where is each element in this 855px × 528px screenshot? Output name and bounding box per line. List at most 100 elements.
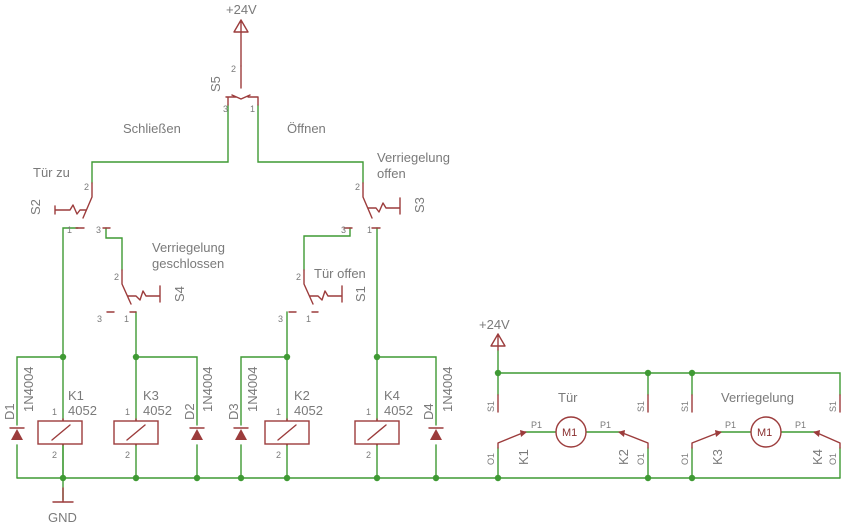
junction	[432, 474, 440, 482]
relay-name: K2	[294, 388, 310, 403]
switch-s2: 2 1 3 S2 Tür zu	[28, 165, 111, 235]
junction	[373, 474, 381, 482]
diode-icon	[11, 429, 23, 440]
switch-s2-icon	[54, 182, 111, 229]
pin-label: 1	[125, 407, 130, 417]
supply-top: +24V	[226, 2, 257, 67]
coil-slash	[277, 424, 297, 441]
junction	[644, 369, 652, 377]
diode-icon	[430, 429, 442, 440]
relay-name: K1	[68, 388, 84, 403]
relay-k3: 1 2 K3 4052	[113, 388, 172, 460]
pin-label: S1	[636, 401, 646, 412]
motor-icon	[750, 416, 782, 448]
junction	[283, 474, 291, 482]
diode-name: D3	[226, 403, 241, 420]
contact-arrow-icon	[813, 430, 820, 437]
wire-s3-3	[303, 227, 351, 271]
contact-name: K2	[616, 449, 631, 465]
pin-label: 1	[276, 407, 281, 417]
pin-label: 3	[96, 225, 101, 235]
motor-label: M1	[757, 427, 772, 439]
pin-label: 1	[67, 225, 72, 235]
motor-lock-label: Verriegelung	[721, 390, 794, 405]
junction	[132, 474, 140, 482]
junction	[59, 353, 67, 361]
wire-open-branch	[257, 104, 364, 184]
pin-label: 1	[52, 407, 57, 417]
wire-d4-top	[376, 356, 437, 426]
switch-s3-icon	[343, 182, 401, 229]
motor-door-label: Tür	[558, 390, 578, 405]
relay-value: 4052	[143, 403, 172, 418]
contact-arrow-icon	[715, 430, 722, 437]
door-open-label: Tür offen	[314, 266, 366, 281]
diode-icon	[235, 429, 247, 440]
motor-lock-circuit: Verriegelung S1 S1 O1 K3 P1 M1 P1 O1 K4	[680, 390, 841, 465]
motor-door-circuit: Tür S1 S1 O1 K1 P1 M1 P1 O1 K2	[486, 390, 649, 465]
pin-label: S1	[828, 401, 838, 412]
supply-arrow-icon	[490, 333, 506, 351]
pin-label: 3	[341, 225, 346, 235]
relay-value: 4052	[384, 403, 413, 418]
lock-open-line2: offen	[377, 166, 406, 181]
diode-d3: D3 1N4004	[226, 366, 260, 440]
supply-right: +24V	[479, 317, 510, 351]
pin-label: 2	[52, 450, 57, 460]
pin-label: P1	[600, 420, 611, 430]
diode-d4: D4 1N4004	[421, 366, 455, 440]
pin-label: 2	[231, 64, 236, 74]
pin-label: 3	[223, 104, 228, 114]
relay-value: 4052	[294, 403, 323, 418]
wires	[16, 104, 841, 501]
relay-name: K3	[143, 388, 159, 403]
door-closed-label: Tür zu	[33, 165, 70, 180]
contact-k2-icon	[619, 431, 649, 449]
diode-name: D4	[421, 403, 436, 420]
coil-slash	[367, 424, 387, 441]
contact-name: K4	[810, 449, 825, 465]
switch-s5: 2 3 1 S5	[208, 64, 259, 114]
pin-label: P1	[795, 420, 806, 430]
switch-s1-icon	[288, 269, 343, 313]
lock-closed-line2: geschlossen	[152, 256, 224, 271]
pin-label: 3	[278, 314, 283, 324]
switch-s1: 2 3 1 S1 Tür offen	[278, 266, 368, 324]
junction	[688, 474, 696, 482]
switch-s3: 2 3 1 S3 Verriegelung offen	[341, 150, 450, 235]
s3-label: S3	[412, 197, 427, 213]
junction	[283, 353, 291, 361]
pin-label: 2	[114, 272, 119, 282]
contact-name: K3	[710, 449, 725, 465]
pin-label: 1	[124, 314, 129, 324]
junction	[688, 369, 696, 377]
junction	[373, 353, 381, 361]
pin-label: 2	[296, 272, 301, 282]
junction	[132, 353, 140, 361]
coil-slash	[51, 424, 71, 441]
diode-value: 1N4004	[200, 366, 215, 412]
pin-label: 1	[250, 104, 255, 114]
junction	[644, 474, 652, 482]
coil-slash	[126, 424, 146, 441]
wire-d1-top	[16, 356, 64, 426]
pin-label: 2	[366, 450, 371, 460]
relay-k1: 1 2 K1 4052	[37, 388, 97, 460]
s5-label: S5	[208, 76, 223, 92]
s2-label: S2	[28, 199, 43, 215]
pin-label: 3	[97, 314, 102, 324]
contact-k3-icon	[691, 431, 721, 449]
relay-k2: 1 2 K2 4052	[264, 388, 323, 460]
diode-value: 1N4004	[440, 366, 455, 412]
diode-name: D2	[182, 403, 197, 420]
close-label: Schließen	[123, 121, 181, 136]
pin-label: P1	[725, 420, 736, 430]
pin-label: O1	[636, 453, 646, 465]
pin-label: O1	[828, 453, 838, 465]
supply-top-label: +24V	[226, 2, 257, 17]
junction	[494, 474, 502, 482]
contact-k1-icon	[497, 431, 526, 449]
pin-label: 1	[366, 407, 371, 417]
junction	[494, 369, 502, 377]
pin-label: 2	[355, 182, 360, 192]
